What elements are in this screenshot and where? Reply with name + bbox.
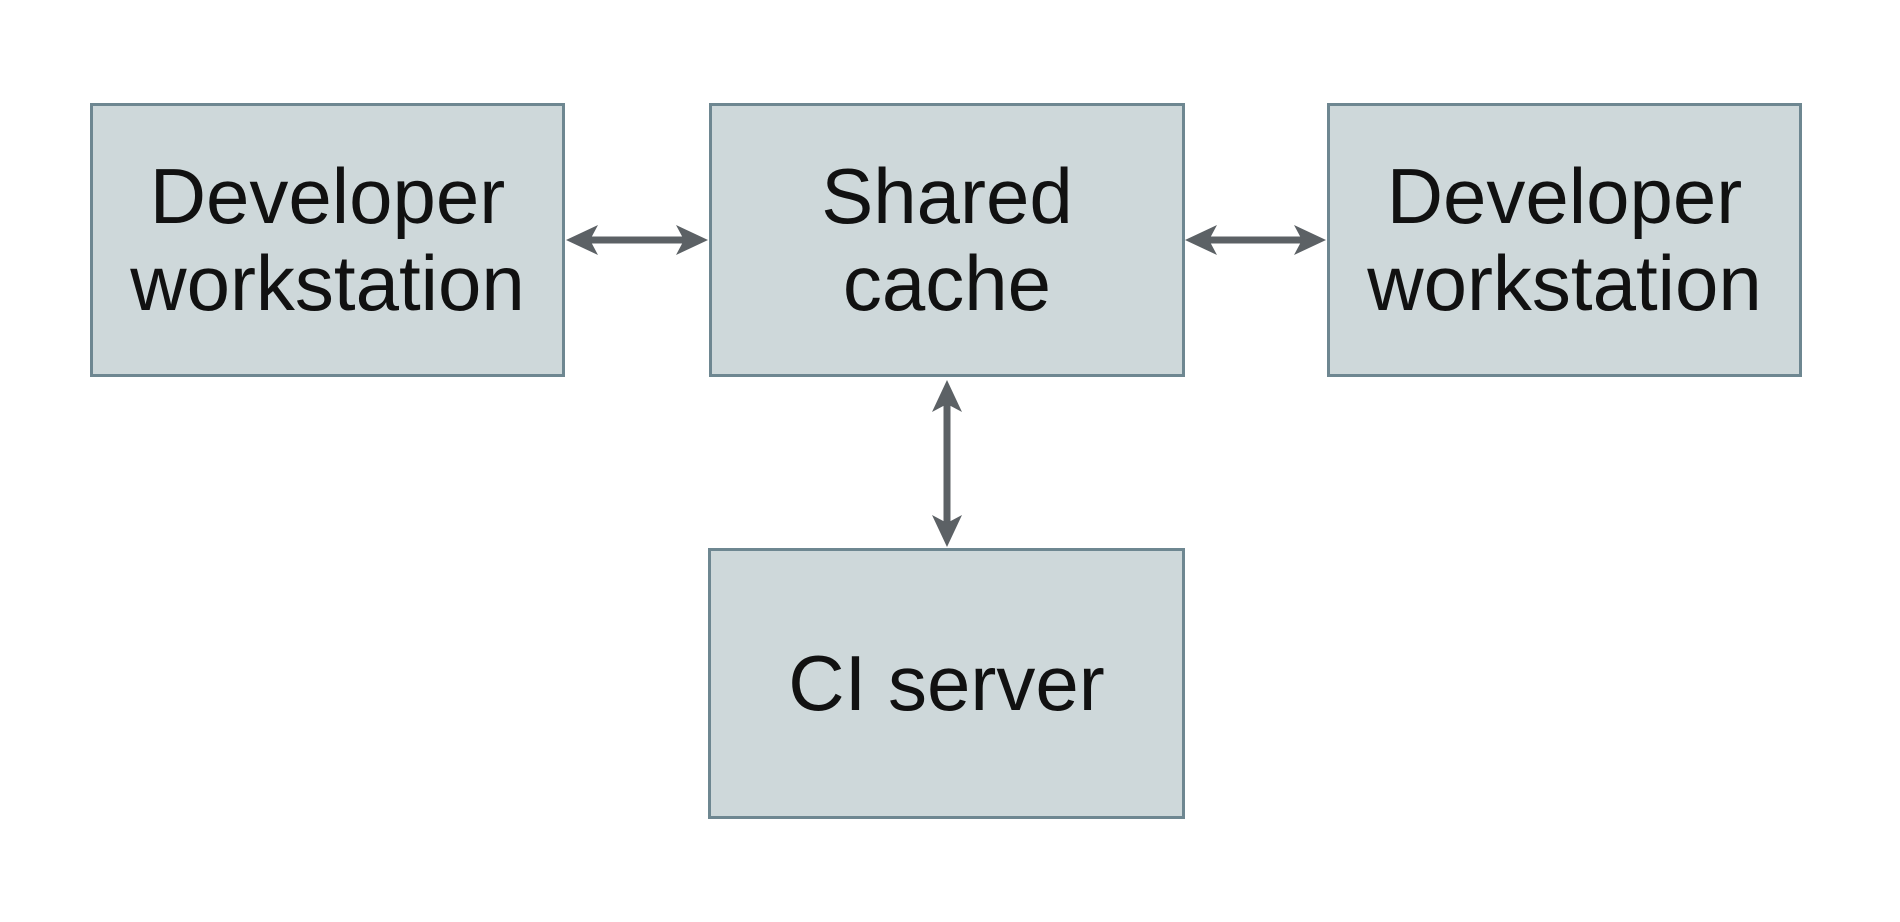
node-label-line: Developer xyxy=(1386,151,1743,240)
arrowhead-left-icon xyxy=(566,225,598,255)
arrowhead-right-icon xyxy=(1294,225,1326,255)
node-ci-server: CI server xyxy=(708,548,1185,819)
edge-cache-devright xyxy=(1185,225,1326,255)
node-developer-workstation-right: Developer workstation xyxy=(1327,103,1802,377)
edge-devleft-cache xyxy=(566,225,708,255)
node-label-line: cache xyxy=(842,239,1052,327)
arrowhead-up-icon xyxy=(932,380,962,412)
arrowhead-down-icon xyxy=(932,515,962,547)
edge-cache-ciserver xyxy=(932,380,962,547)
node-label-line: Shared xyxy=(821,151,1073,240)
node-label-line: workstation xyxy=(130,239,525,327)
node-developer-workstation-left: Developer workstation xyxy=(90,103,565,377)
node-shared-cache: Shared cache xyxy=(709,103,1185,377)
arrowhead-right-icon xyxy=(676,225,708,255)
node-label-line: CI server xyxy=(788,638,1105,727)
node-label-line: Developer xyxy=(149,151,506,240)
arrowhead-left-icon xyxy=(1185,225,1217,255)
node-label-line: workstation xyxy=(1367,239,1762,327)
